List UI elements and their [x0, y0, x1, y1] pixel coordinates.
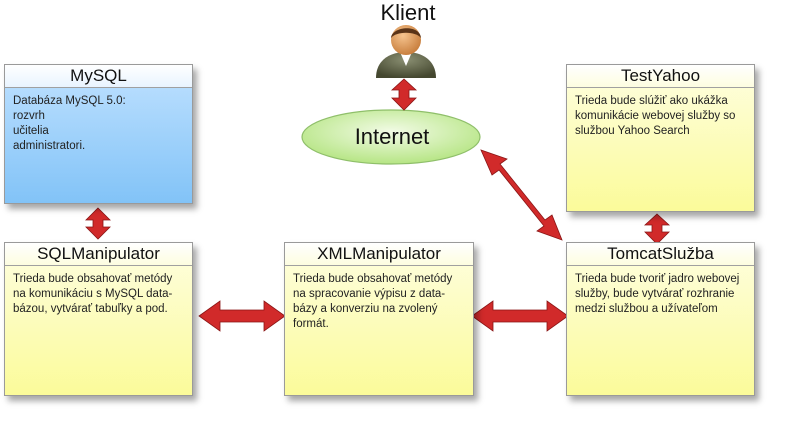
person-icon	[376, 25, 436, 78]
mysql-box: MySQL Databáza MySQL 5.0: rozvrh učiteli…	[4, 64, 193, 204]
sqlmanipulator-desc-line: bázou, vytvárať tabuľky a pod.	[13, 303, 168, 315]
xmlmanipulator-desc-line: formát.	[293, 318, 329, 330]
sqlmanipulator-description: Trieda bude obsahovať metódy na komuniká…	[5, 266, 192, 317]
mysql-desc-line: administratori.	[13, 140, 86, 152]
testyahoo-box: TestYahoo Trieda bude slúžiť ako ukážka …	[566, 64, 755, 212]
testyahoo-desc-line: službou Yahoo Search	[575, 125, 690, 137]
sqlmanipulator-box: SQLManipulator Trieda bude obsahovať met…	[4, 242, 193, 396]
mysql-desc-line: Databáza MySQL 5.0:	[13, 95, 126, 107]
mysql-desc-line: učitelia	[13, 125, 49, 137]
internet-label: Internet	[354, 124, 430, 149]
sqlmanipulator-desc-line: Trieda bude obsahovať metódy	[13, 273, 173, 285]
xmlmanipulator-desc-line: na spracovanie výpisu z data-	[293, 288, 446, 300]
arrow-testyahoo-tomcat	[643, 213, 671, 245]
arrow-sql-xml	[198, 300, 286, 332]
tomcat-box: TomcatSlužba Trieda bude tvoriť jadro we…	[566, 242, 755, 396]
testyahoo-description: Trieda bude slúžiť ako ukážka komunikáci…	[567, 88, 754, 139]
arrow-xml-tomcat	[471, 300, 569, 332]
testyahoo-desc-line: Trieda bude slúžiť ako ukážka	[575, 95, 728, 107]
mysql-title: MySQL	[5, 65, 192, 88]
tomcat-desc-line: medzi službou a užívateľom	[575, 303, 718, 315]
tomcat-description: Trieda bude tvoriť jadro webovej služby,…	[567, 266, 754, 317]
internet-ellipse	[301, 109, 481, 165]
arrow-internet-tomcat	[480, 149, 563, 241]
mysql-description: Databáza MySQL 5.0: rozvrh učitelia admi…	[5, 88, 192, 154]
tomcat-desc-line: služby, bude vytvárať rozhranie	[575, 288, 735, 300]
xmlmanipulator-desc-line: bázy a konverziu na zvolený	[293, 303, 438, 315]
xmlmanipulator-box: XMLManipulator Trieda bude obsahovať met…	[284, 242, 474, 396]
tomcat-title: TomcatSlužba	[567, 243, 754, 266]
arrow-client-internet	[390, 78, 418, 111]
tomcat-desc-line: Trieda bude tvoriť jadro webovej	[575, 273, 740, 285]
xmlmanipulator-description: Trieda bude obsahovať metódy na spracova…	[285, 266, 473, 332]
sqlmanipulator-desc-line: na komunikáciu s MySQL data-	[13, 288, 173, 300]
testyahoo-desc-line: komunikácie webovej služby so	[575, 110, 736, 122]
xmlmanipulator-desc-line: Trieda bude obsahovať metódy	[293, 273, 453, 285]
testyahoo-title: TestYahoo	[567, 65, 754, 88]
arrow-mysql-sqlmanipulator	[85, 207, 111, 240]
xmlmanipulator-title: XMLManipulator	[285, 243, 473, 266]
sqlmanipulator-title: SQLManipulator	[5, 243, 192, 266]
mysql-desc-line: rozvrh	[13, 110, 45, 122]
client-label: Klient	[380, 0, 436, 25]
